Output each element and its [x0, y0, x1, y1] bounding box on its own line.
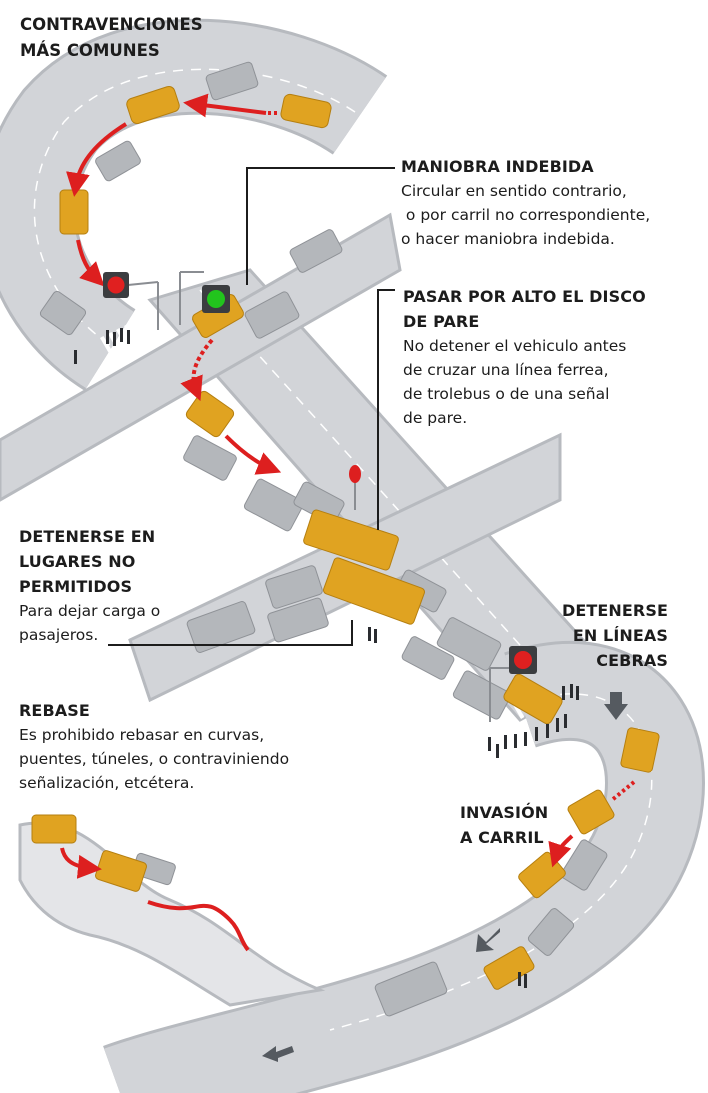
- cebras-title-line: EN LÍNEAS: [572, 626, 668, 645]
- maniobra-title: MANIOBRA INDEBIDA: [401, 157, 594, 176]
- rebase-title: REBASE: [19, 701, 90, 720]
- section-rebase: REBASE Es prohibido rebasar en curvas, p…: [19, 698, 289, 795]
- pare-title-line: DE PARE: [403, 312, 480, 331]
- direction-arrows: [262, 692, 628, 1062]
- cebras-title-line: DETENERSE: [561, 601, 668, 620]
- detenerse-title-line: PERMITIDOS: [19, 577, 133, 596]
- traffic-light-red-bottom: [489, 646, 537, 722]
- section-pare: PASAR POR ALTO EL DISCO DE PARE No deten…: [403, 284, 646, 430]
- section-maniobra: MANIOBRA INDEBIDA Circular en sentido co…: [401, 154, 650, 251]
- pare-title-line: PASAR POR ALTO EL DISCO: [403, 287, 646, 306]
- section-detenerse: DETENERSE EN LUGARES NO PERMITIDOS Para …: [19, 524, 160, 647]
- callout-lines: [108, 167, 395, 646]
- main-title-line1: CONTRAVENCIONES: [20, 15, 203, 34]
- rebase-line: señalización, etcétera.: [19, 774, 195, 792]
- traffic-light-green: [179, 271, 230, 325]
- pare-line: de trolebus o de una señal: [403, 385, 610, 403]
- cebras-title-line: CEBRAS: [596, 651, 668, 670]
- vehicles-gray: [39, 61, 608, 1017]
- maniobra-line: o por carril no correspondiente,: [401, 206, 651, 224]
- traffic-light-red-top: [103, 272, 159, 330]
- maniobra-line: Circular en sentido contrario,: [401, 182, 627, 200]
- detenerse-line: Para dejar carga o: [19, 602, 161, 620]
- invasion-title-line: A CARRIL: [460, 828, 544, 847]
- detenerse-title-line: LUGARES NO: [19, 552, 136, 571]
- rebase-line: puentes, túneles, o contraviniendo: [19, 750, 290, 768]
- pedestrians: [74, 328, 579, 988]
- invasion-title-line: INVASIÓN: [460, 803, 549, 822]
- maniobra-line: o hacer maniobra indebida.: [401, 230, 615, 248]
- rebase-line: Es prohibido rebasar en curvas,: [19, 726, 265, 744]
- stop-sign: [349, 465, 361, 510]
- pare-line: No detener el vehiculo antes: [403, 337, 627, 355]
- road-top-loop: [0, 18, 388, 391]
- vehicles-yellow: [31, 85, 660, 990]
- section-cebras: DETENERSE EN LÍNEAS CEBRAS: [562, 598, 668, 673]
- main-title: CONTRAVENCIONES MÁS COMUNES: [20, 12, 203, 64]
- road-rebase: [18, 821, 326, 1007]
- pare-line: de cruzar una línea ferrea,: [403, 361, 609, 379]
- section-invasion: INVASIÓN A CARRIL: [460, 800, 548, 850]
- motion-arrows: [60, 93, 636, 952]
- detenerse-line: pasajeros.: [19, 626, 99, 644]
- main-title-line2: MÁS COMUNES: [20, 41, 160, 60]
- pare-line: de pare.: [403, 409, 468, 427]
- detenerse-title-line: DETENERSE EN: [19, 527, 156, 546]
